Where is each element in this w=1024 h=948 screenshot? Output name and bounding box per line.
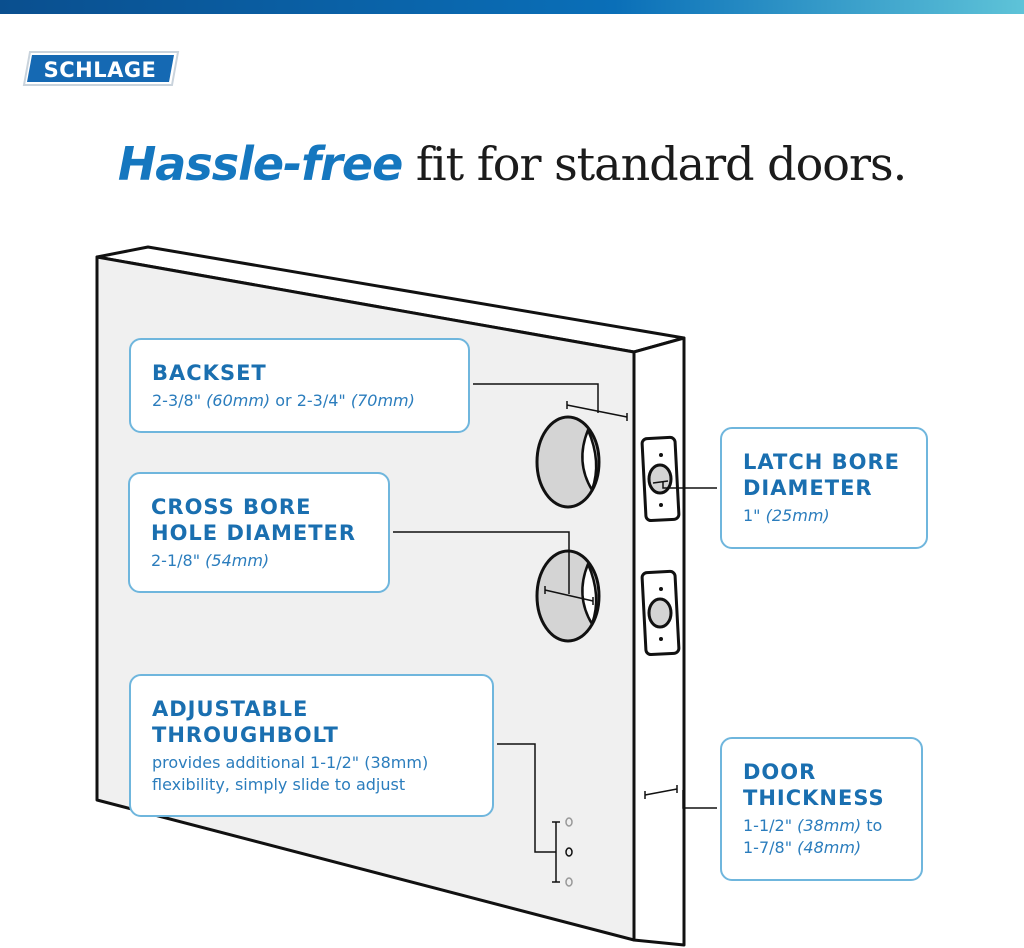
callout-throughbolt: ADJUSTABLE THROUGHBOLT provides addition… [129, 674, 494, 817]
callout-text: 2-3/8" (60mm) or 2-3/4" (70mm) [152, 391, 415, 410]
callout-latch-bore: LATCH BORE DIAMETER 1" (25mm) [720, 427, 928, 549]
callout-title: BACKSET [152, 361, 267, 385]
callout-title: DOOR THICKNESS [743, 760, 885, 810]
schlage-logo: SCHLAGE [22, 51, 180, 86]
callout-cross-bore: CROSS BORE HOLE DIAMETER 2-1/8" (54mm) [128, 472, 390, 593]
headline: Hassle-free fit for standard doors. [0, 136, 1024, 192]
svg-text:SCHLAGE: SCHLAGE [44, 58, 157, 82]
callout-title: CROSS BORE HOLE DIAMETER [151, 495, 357, 545]
headline-emphasis: Hassle-free [117, 137, 403, 191]
callout-title: ADJUSTABLE THROUGHBOLT [152, 697, 339, 747]
callout-text: 1" (25mm) [743, 506, 830, 525]
callout-text: 2-1/8" (54mm) [151, 551, 270, 570]
callout-backset: BACKSET 2-3/8" (60mm) or 2-3/4" (70mm) [129, 338, 470, 433]
headline-rest: fit for standard doors. [402, 137, 907, 191]
callout-title: LATCH BORE DIAMETER [743, 450, 900, 500]
callout-text: provides additional 1-1/2" (38mm) flexib… [152, 753, 429, 794]
top-banner [0, 0, 1024, 14]
